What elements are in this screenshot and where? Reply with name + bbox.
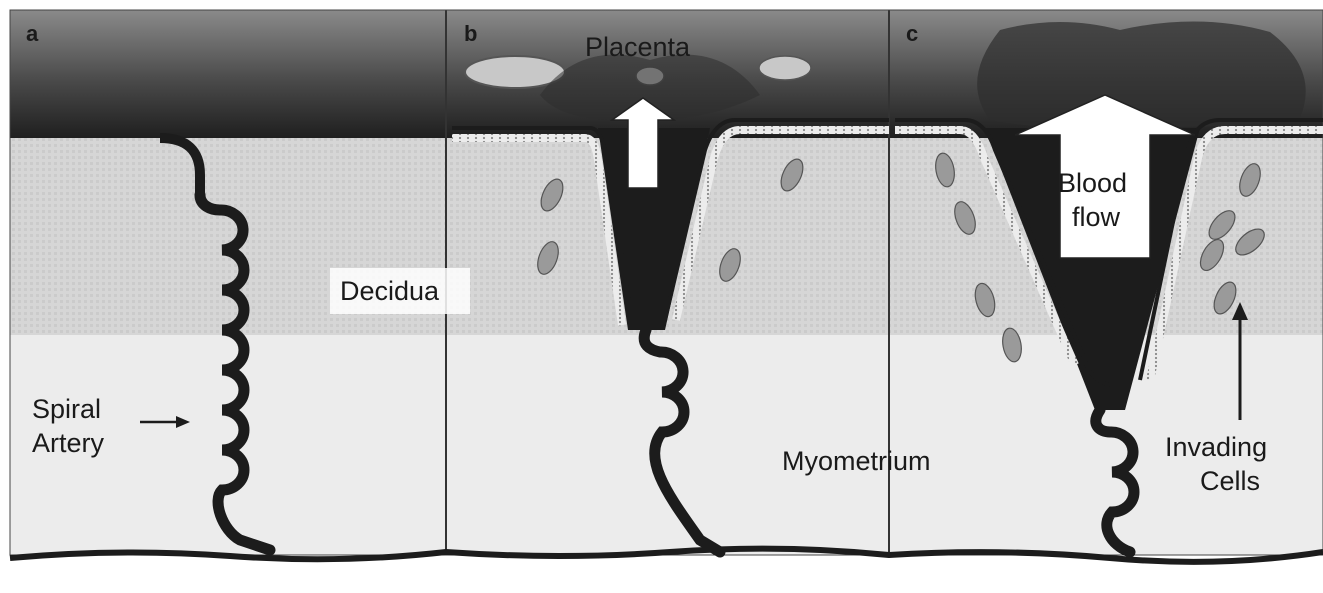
myometrium-label: Myometrium — [782, 446, 931, 476]
panel-label-b: b — [464, 21, 477, 46]
panel-label-c: c — [906, 21, 918, 46]
panel-label-a: a — [26, 21, 39, 46]
placenta-label: Placenta — [585, 32, 691, 62]
blood-flow-label-line1: Blood — [1058, 168, 1127, 198]
spiral-artery-label-line2: Artery — [32, 428, 105, 458]
decidua-label: Decidua — [340, 276, 440, 306]
blood-flow-label-line2: flow — [1072, 202, 1121, 232]
spiral-artery-label-line1: Spiral — [32, 394, 101, 424]
invading-cells-label-line2: Cells — [1200, 466, 1260, 496]
invading-cells-label-line1: Invading — [1165, 432, 1267, 462]
